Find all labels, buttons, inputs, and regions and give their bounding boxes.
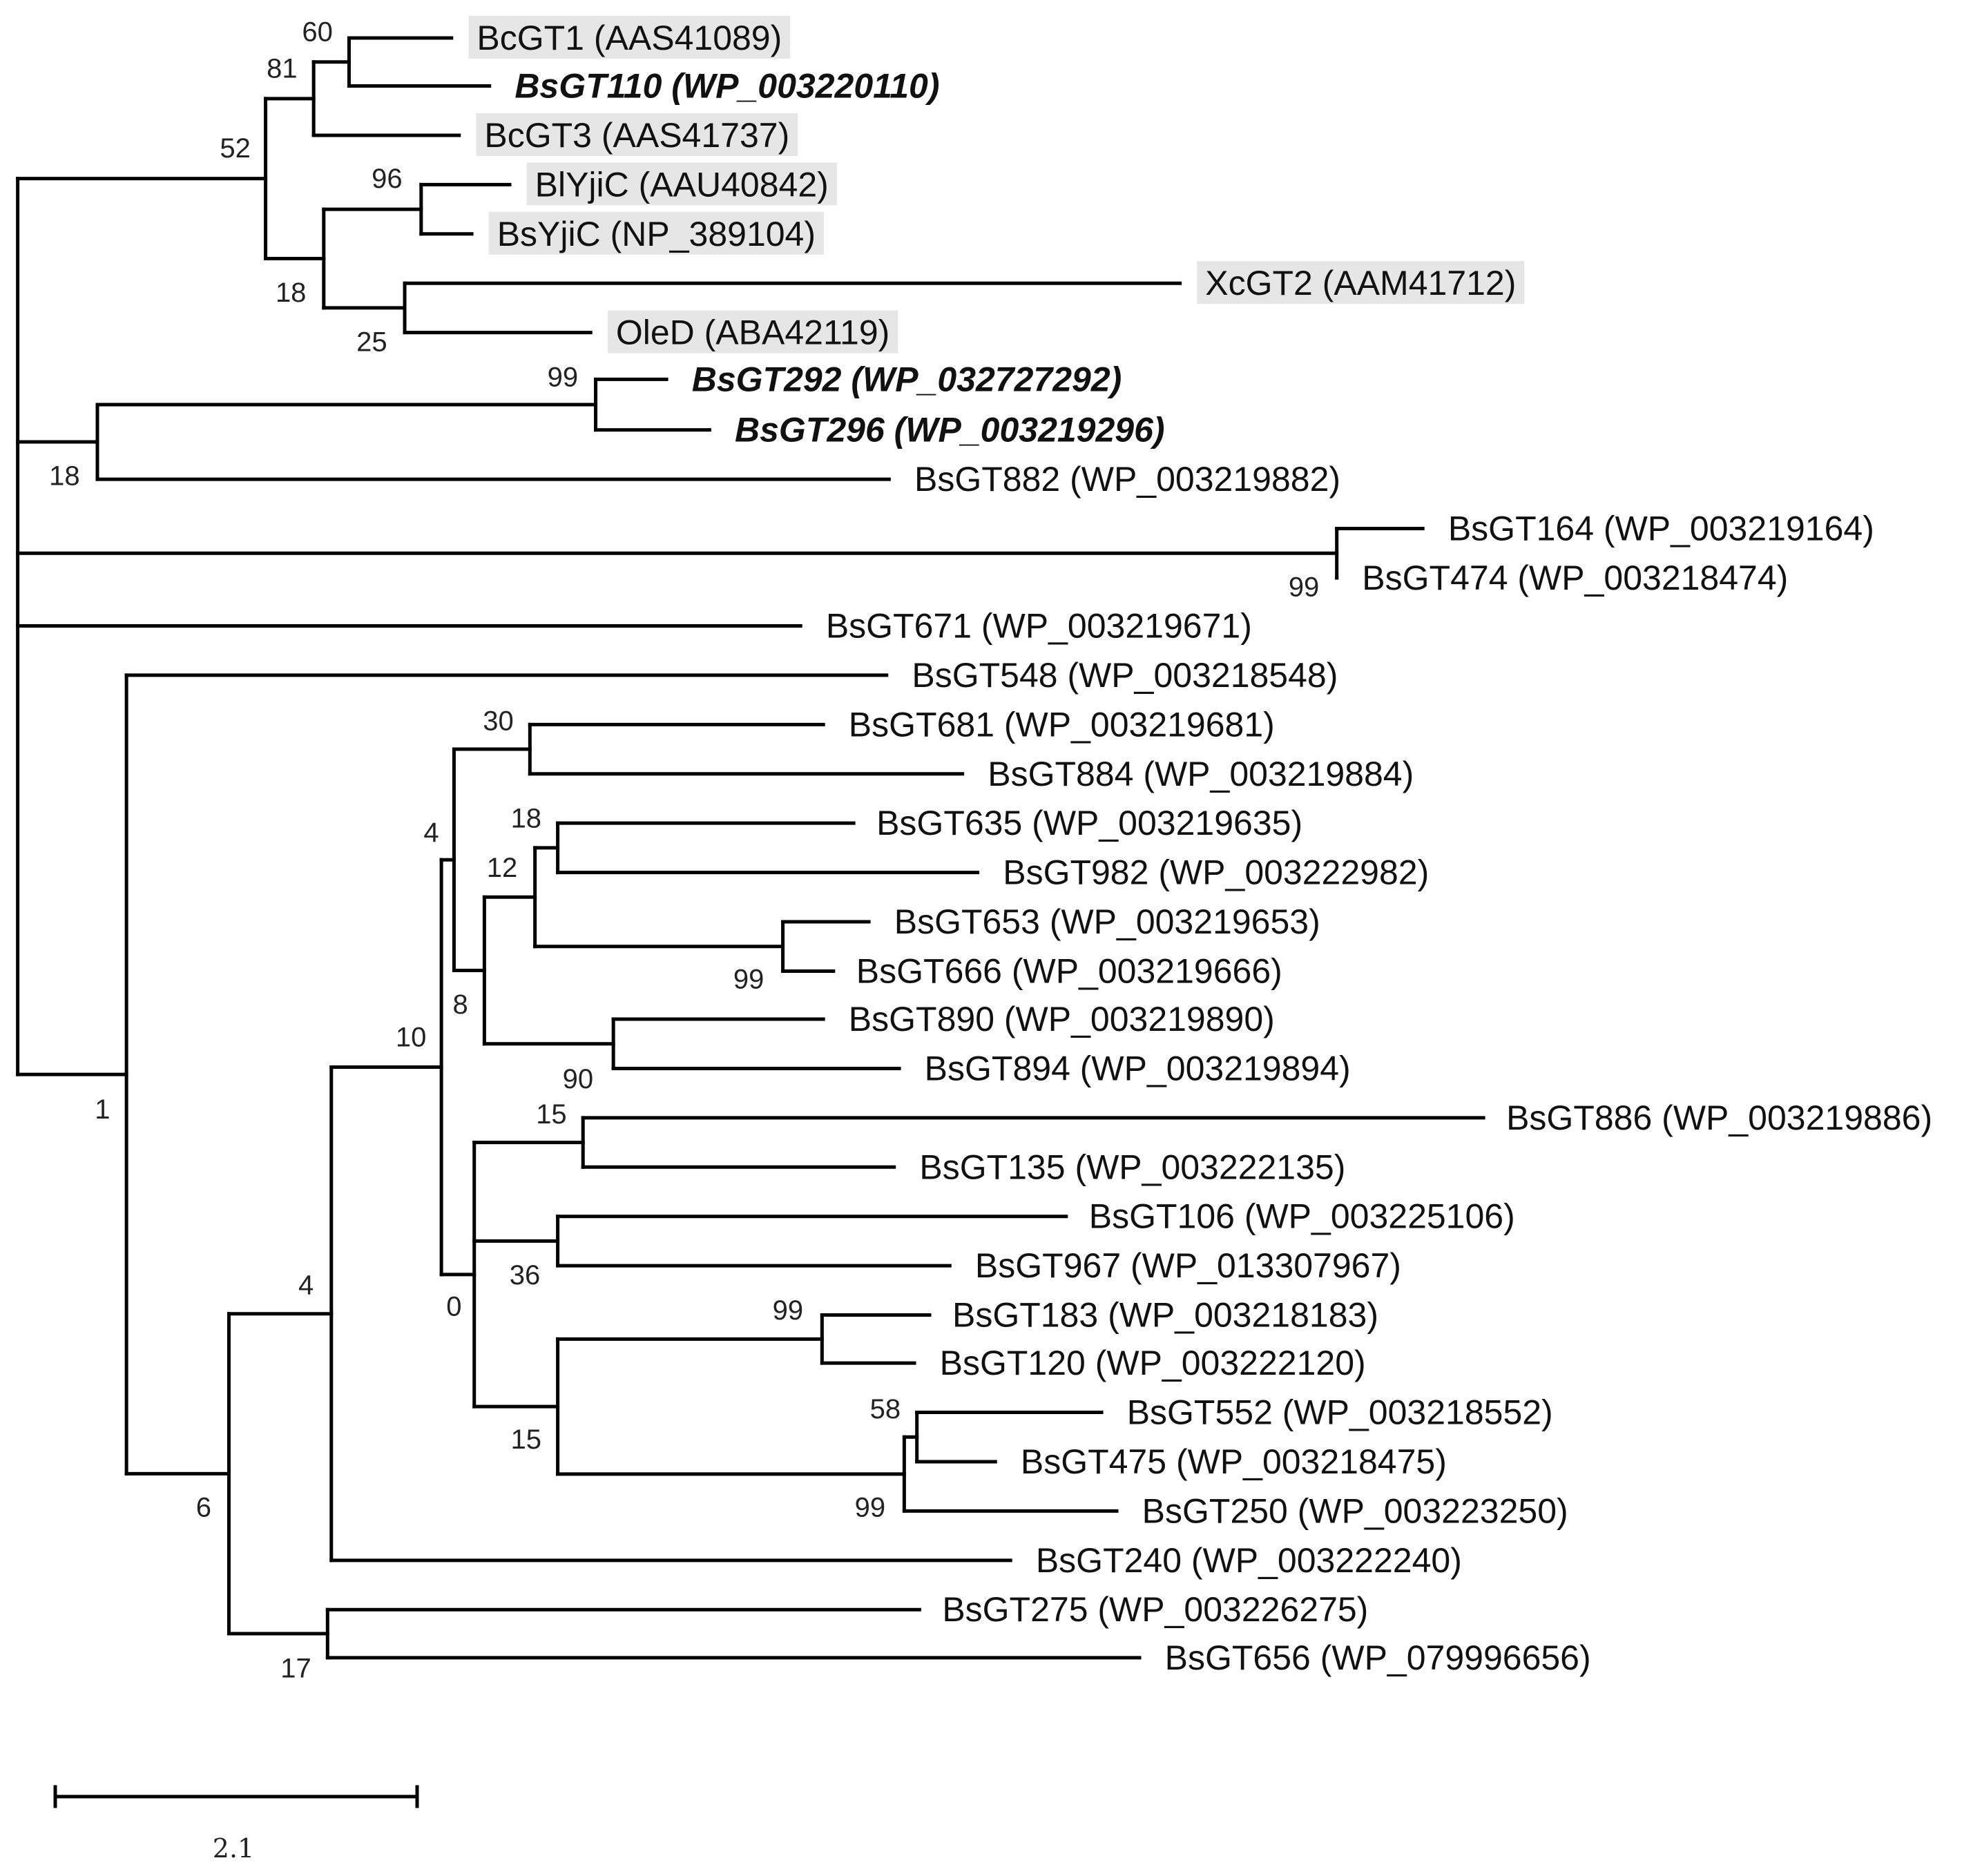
leaf-label-BsYjiC: BsYjiC (NP_389104) — [497, 215, 816, 253]
highlight-box-BcGT3 — [476, 113, 798, 156]
leaf-label-BsGT475: BsGT475 (WP_003218475) — [1021, 1442, 1447, 1481]
leaf-label-BsGT884: BsGT884 (WP_003219884) — [988, 755, 1414, 793]
bootstrap-n_552_250: 99 — [855, 1493, 886, 1523]
leaf-label-BsGT135: BsGT135 (WP_003222135) — [919, 1148, 1345, 1186]
bootstrap-n_635_982: 18 — [511, 804, 542, 834]
leaf-label-BsGT275: BsGT275 (WP_003226275) — [942, 1590, 1368, 1629]
bootstrap-n_yjic_xc: 18 — [276, 278, 307, 308]
leaf-label-BsGT666: BsGT666 (WP_003219666) — [856, 951, 1282, 990]
bootstrap-n_1: 1 — [95, 1094, 110, 1125]
leaf-label-BsGT894: BsGT894 (WP_003219894) — [925, 1049, 1351, 1087]
highlight-box-OleD — [607, 310, 898, 354]
bootstrap-n_4a: 4 — [423, 818, 439, 848]
leaf-label-BsGT552: BsGT552 (WP_003218552) — [1127, 1393, 1553, 1432]
scale-bar-label: 2.1 — [213, 1833, 254, 1864]
bootstrap-n_15b: 15 — [511, 1424, 542, 1455]
highlight-box-BcGT1 — [468, 15, 791, 59]
bootstrap-n_bc_group: 81 — [267, 54, 298, 84]
leaf-label-BsGT474: BsGT474 (WP_003218474) — [1362, 559, 1788, 597]
bootstrap-n_653_666: 99 — [733, 964, 764, 994]
leaf-label-BsGT183: BsGT183 (WP_003218183) — [952, 1296, 1378, 1335]
leaf-label-BsGT548: BsGT548 (WP_003218548) — [912, 656, 1338, 695]
leaf-label-BsGT882: BsGT882 (WP_003219882) — [914, 460, 1340, 499]
leaf-label-BsGT890: BsGT890 (WP_003219890) — [849, 1000, 1275, 1038]
leaf-label-BsGT681: BsGT681 (WP_003219681) — [849, 705, 1275, 744]
highlight-box-XcGT2 — [1197, 261, 1525, 304]
highlight-box-BlYjiC — [526, 162, 837, 206]
bootstrap-n_886_135: 15 — [536, 1099, 567, 1130]
leaf-label-BsGT120: BsGT120 (WP_003222120) — [940, 1344, 1366, 1382]
bootstrap-n_183_120: 99 — [773, 1295, 804, 1326]
leaf-label-BlYjiC: BlYjiC (AAU40842) — [535, 165, 829, 204]
bootstrap-labels: 6081962518529918993018991290841536995899… — [49, 17, 1319, 1684]
leaf-labels: BcGT1 (AAS41089) BsGT110 (WP_003220110) Bc… — [477, 19, 1932, 1677]
scale-bar: 2.1 — [53, 1785, 419, 1864]
bootstrap-n_8: 8 — [452, 989, 468, 1020]
leaf-label-BsGT292: BsGT292 (WP_032727292) — [692, 360, 1122, 398]
leaf-label-BsGT635: BsGT635 (WP_003219635) — [876, 804, 1302, 842]
leaf-label-BsGT671: BsGT671 (WP_003219671) — [826, 606, 1252, 645]
leaf-label-BsGT967: BsGT967 (WP_013307967) — [975, 1246, 1401, 1285]
leaf-label-BcGT1: BcGT1 (AAS41089) — [477, 19, 782, 57]
leaf-label-BsGT250: BsGT250 (WP_003223250) — [1142, 1491, 1568, 1530]
bootstrap-n_275_656: 17 — [280, 1653, 311, 1683]
leaf-label-BsGT656: BsGT656 (WP_079996656) — [1165, 1638, 1591, 1677]
bootstrap-n_xc_oled: 25 — [356, 327, 387, 357]
leaf-label-BsGT106: BsGT106 (WP_003225106) — [1089, 1197, 1515, 1236]
bootstrap-n_292_296: 99 — [548, 362, 579, 393]
bootstrap-n_106_967: 36 — [510, 1260, 541, 1290]
bootstrap-n_681_884: 30 — [483, 706, 514, 737]
leaf-label-BsGT653: BsGT653 (WP_003219653) — [894, 902, 1320, 941]
bootstrap-n_164_474: 99 — [1289, 572, 1320, 603]
leaf-label-BsGT164: BsGT164 (WP_003219164) — [1448, 509, 1874, 548]
leaf-label-OleD: OleD (ABA42119) — [616, 313, 889, 352]
bootstrap-n_0: 0 — [446, 1292, 461, 1322]
leaf-label-BsGT240: BsGT240 (WP_003222240) — [1036, 1541, 1462, 1580]
bootstrap-n_890_894: 90 — [563, 1064, 594, 1094]
tree-branches — [16, 36, 1485, 1660]
bootstrap-n_4b: 4 — [298, 1270, 314, 1300]
bootstrap-n_bs_882: 18 — [49, 461, 80, 491]
leaf-label-XcGT2: XcGT2 (AAM41712) — [1205, 264, 1516, 302]
leaf-label-BcGT3: BcGT3 (AAS41737) — [484, 116, 789, 155]
highlight-box-BsYjiC — [488, 211, 825, 255]
leaf-label-BsGT296: BsGT296 (WP_003219296) — [735, 411, 1165, 449]
bootstrap-n_6: 6 — [196, 1493, 211, 1523]
leaf-label-BsGT886: BsGT886 (WP_003219886) — [1506, 1099, 1932, 1137]
bootstrap-n_top: 52 — [220, 133, 251, 164]
leaf-label-BsGT982: BsGT982 (WP_003222982) — [1003, 853, 1429, 892]
bootstrap-n_yjic: 96 — [372, 164, 403, 194]
bootstrap-n_12: 12 — [487, 853, 518, 883]
highlight-boxes — [468, 15, 1525, 354]
bootstrap-n_bc1_bs110: 60 — [302, 17, 333, 48]
bootstrap-n_552_475: 58 — [870, 1394, 901, 1424]
leaf-label-BsGT110: BsGT110 (WP_003220110) — [514, 67, 939, 106]
bootstrap-n_10: 10 — [396, 1022, 427, 1052]
